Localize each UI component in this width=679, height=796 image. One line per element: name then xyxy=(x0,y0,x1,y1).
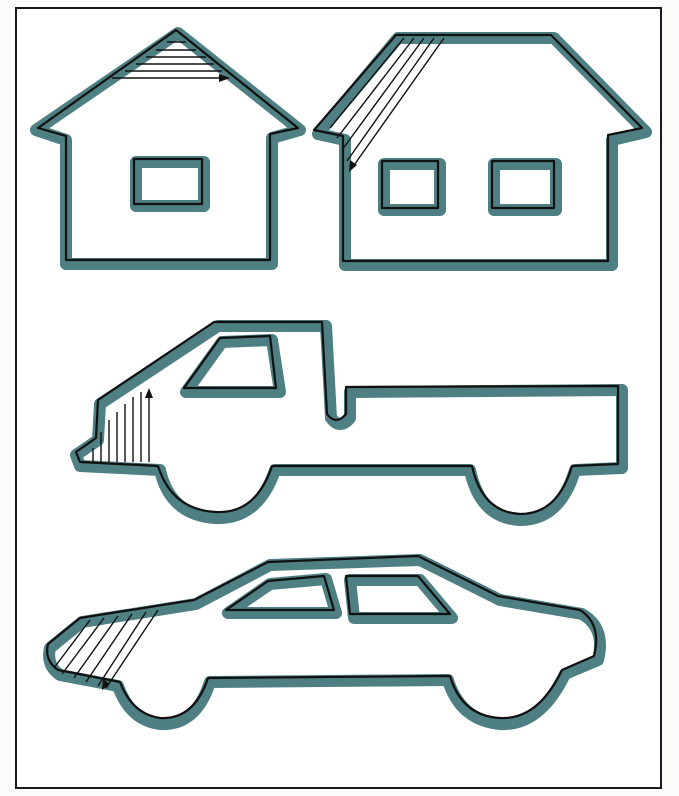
house-wide-outline xyxy=(314,35,642,261)
house-wide-window-left-band xyxy=(384,164,440,210)
truck-hatch-arrow xyxy=(145,388,153,398)
house-small-band xyxy=(36,33,300,264)
car xyxy=(47,556,600,724)
house-wide-window-right-band xyxy=(494,164,556,210)
house-wide-band xyxy=(318,38,646,265)
truck xyxy=(76,322,622,520)
truck-band xyxy=(76,326,622,520)
house-small xyxy=(36,30,300,264)
house-wide xyxy=(314,35,646,265)
house-small-window-band xyxy=(136,162,204,206)
